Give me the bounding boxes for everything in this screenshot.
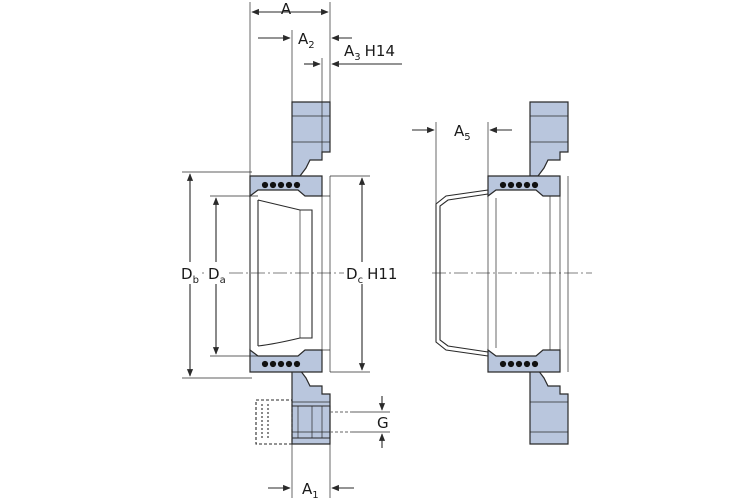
left-seal-top	[249, 175, 323, 198]
dim-a1-label: A1	[302, 480, 319, 501]
right-end-cap	[435, 189, 489, 357]
dim-db-label: Db	[181, 265, 199, 286]
right-flange-bottom	[529, 369, 569, 445]
dim-g-label: G	[377, 414, 389, 432]
left-seal-bottom	[249, 348, 323, 373]
right-view	[432, 101, 592, 445]
dim-a5-label: A5	[454, 122, 471, 143]
left-balls-bottom	[261, 360, 301, 368]
left-flange-bottom	[291, 369, 331, 445]
left-flange-top	[291, 101, 331, 177]
dim-a2-label: A2	[298, 30, 315, 51]
left-inner-ring	[249, 196, 313, 350]
dim-da-label: Da	[208, 265, 226, 286]
dim-a-label: A	[281, 0, 292, 18]
right-seal-bottom	[487, 348, 561, 373]
right-flange-top	[529, 101, 569, 177]
right-seal-top	[487, 175, 561, 198]
left-balls-top	[261, 181, 301, 189]
left-view	[185, 101, 400, 445]
right-balls-bottom	[499, 360, 539, 368]
right-balls-top	[499, 181, 539, 189]
